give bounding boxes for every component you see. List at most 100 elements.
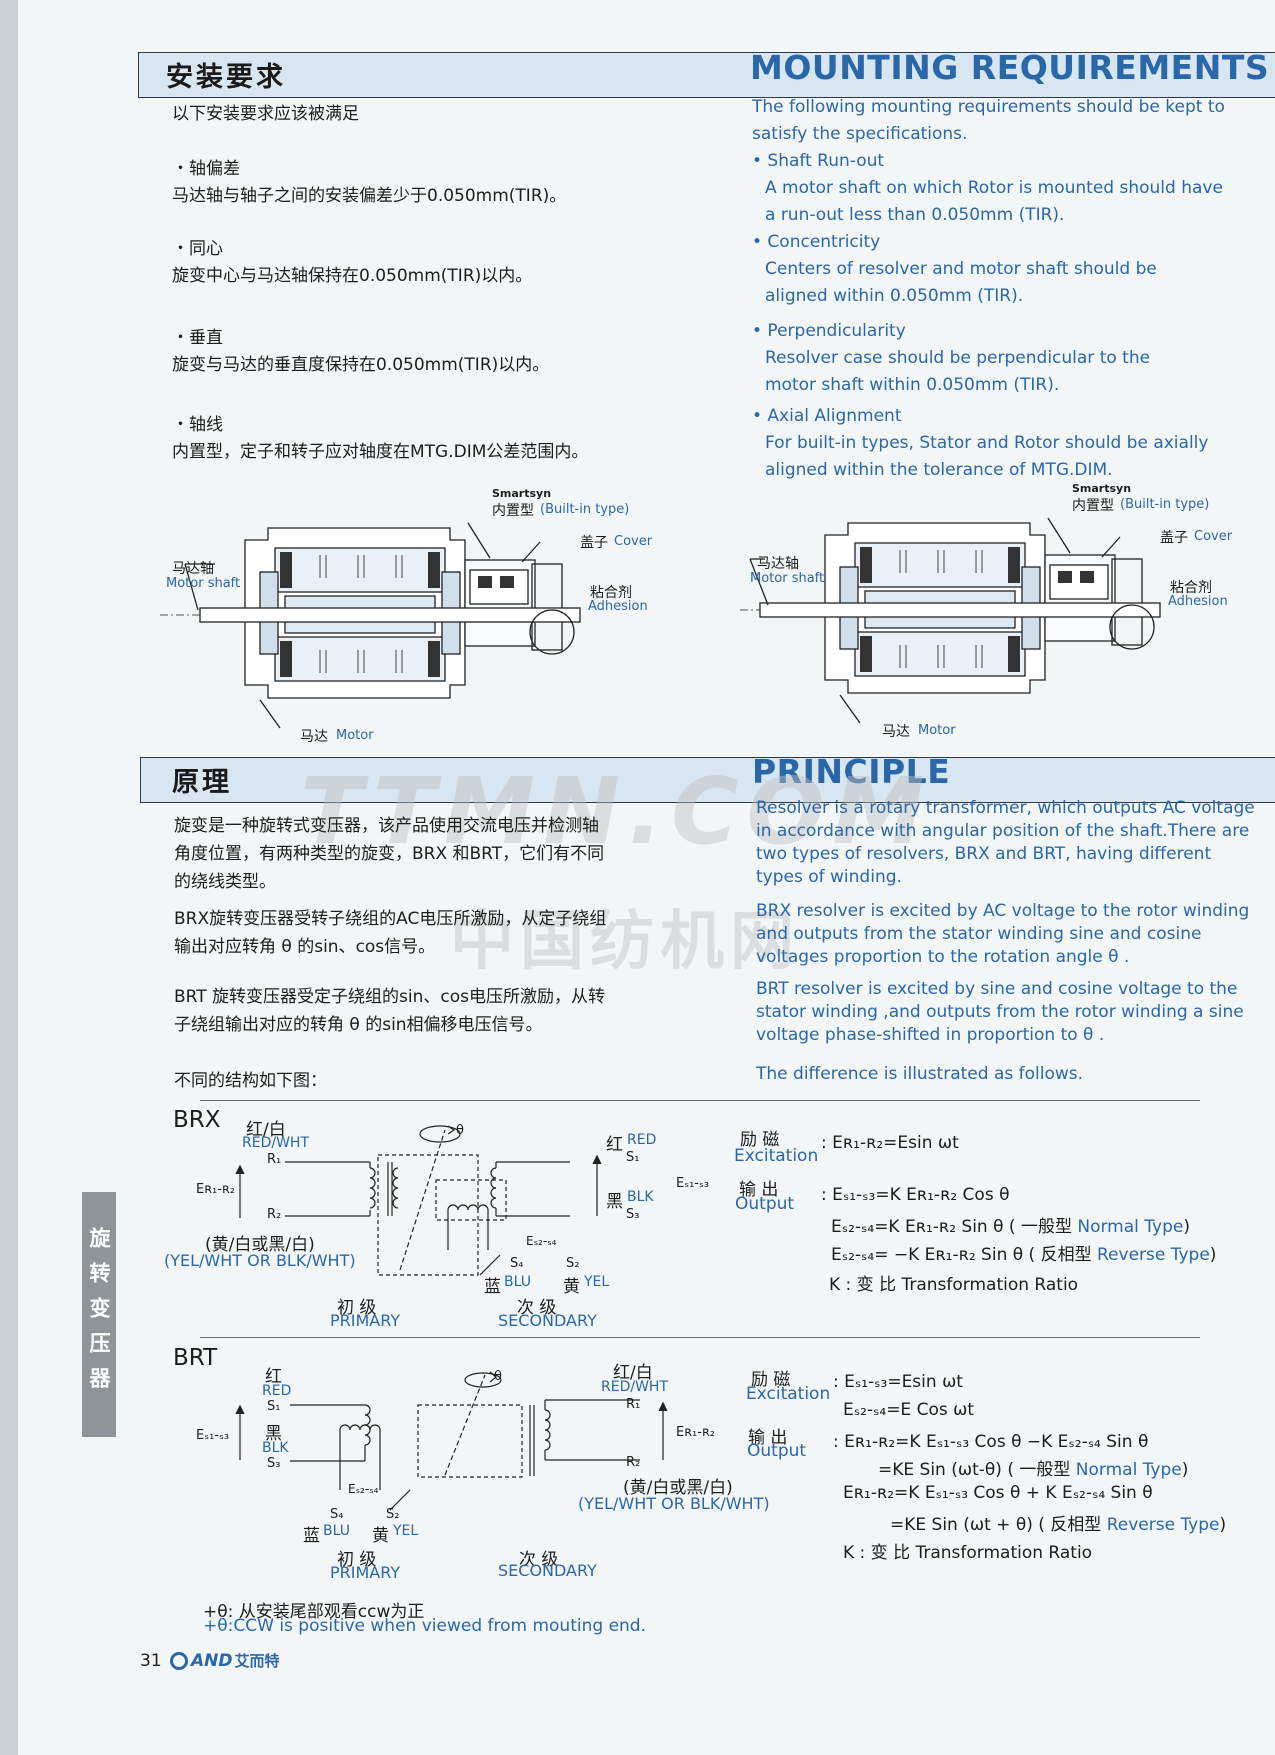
motor-diagram-left [160,522,581,729]
item-en-3-l2: motor shaft within 0.050mm (TIR). [765,375,1060,395]
brx-label: BRX [173,1107,221,1133]
item-cn-3-body: 旋变与马达的垂直度保持在0.050mm(TIR)以内。 [172,355,550,375]
left-builtin-en: (Built-in type) [540,502,630,517]
brt-s2: S₂ [386,1507,400,1522]
principle-cn-p1-l2: 角度位置，有两种类型的旋变，BRX 和BRT，它们有不同 [174,844,605,864]
item-cn-2-head: ・同心 [172,239,223,259]
page-number: 31 [140,1651,162,1671]
item-en-1-l1: A motor shaft on which Rotor is mounted … [765,178,1223,198]
principle-en-p1-l3: two types of resolvers, BRX and BRT, hav… [756,844,1212,864]
brx-red-wht-cn: 红/白 [246,1120,286,1140]
brt-yel-en: (YEL/WHT OR BLK/WHT) [578,1494,770,1513]
principle-header-bar [140,757,1275,803]
left-cover-cn: 盖子 [580,535,608,551]
right-smartsyn: Smartsyn [1072,482,1132,495]
brx-blu-cn: 蓝 [484,1277,501,1297]
brt-eq7: K : 变 比 Transformation Ratio [843,1543,1093,1563]
brt-eq5: Eʀ₁-ʀ₂=K Eₛ₁-ₛ₃ Cos θ + K Eₛ₂-ₛ₄ Sin θ [843,1483,1153,1503]
brt-es24: Eₛ₂-ₛ₄ [348,1482,379,1496]
brx-eq3: Eₛ₂-ₛ₄=K Eʀ₁-ʀ₂ Sin θ ( 一般型 Normal Type) [831,1217,1190,1237]
brx-eq4: Eₛ₂-ₛ₄= −K Eʀ₁-ʀ₂ Sin θ ( 反相型 Reverse Ty… [831,1245,1217,1265]
principle-title-en: PRINCIPLE [752,752,951,791]
principle-en-p2-l1: BRX resolver is excited by AC voltage to… [756,901,1250,921]
left-builtin-cn: 内置型 [492,503,534,519]
left-smartsyn: Smartsyn [492,487,552,500]
brt-yel-cn: (黄/白或黑/白) [623,1478,733,1498]
principle-en-p2-l3: voltages proportion to the rotation angl… [756,947,1130,967]
right-builtin-en: (Built-in type) [1120,497,1210,512]
watermark-url: TTMN.COM [300,758,933,865]
brt-top-rule [200,1337,1200,1338]
brx-eq2: : Eₛ₁-ₛ₃=K Eʀ₁-ʀ₂ Cos θ [821,1185,1010,1205]
brt-secondary-en: SECONDARY [498,1561,597,1580]
brt-s3: S₃ [267,1456,281,1471]
item-cn-2-body: 旋变中心与马达轴保持在0.050mm(TIR)以内。 [172,266,533,286]
right-shaft-cn: 马达轴 [757,556,799,572]
brx-yel-en: (YEL/WHT OR BLK/WHT) [164,1251,356,1270]
principle-cn-p2-l2: 输出对应转角 θ 的sin、cos信号。 [174,937,436,957]
brt-s1: S₁ [267,1399,281,1414]
principle-cn-p4: 不同的结构如下图： [174,1071,327,1091]
brx-out-cn: 输 出 [739,1180,779,1200]
brx-yl-cn: 黄 [563,1277,580,1297]
brt-blk-cn: 黑 [265,1424,282,1444]
principle-en-p3-l2: stator winding ,and outputs from the rot… [756,1002,1244,1022]
principle-en-p2-l2: and outputs from the stator winding sine… [756,924,1202,944]
brt-eq4: =KE Sin (ωt-θ) ( 一般型 Normal Type) [878,1460,1189,1480]
brx-r2: R₂ [267,1207,282,1222]
left-shaft-cn: 马达轴 [172,561,214,577]
item-cn-1-head: ・轴偏差 [172,159,240,179]
item-en-1-head: • Shaft Run-out [752,151,885,171]
brt-secondary-cn: 次 级 [519,1550,559,1570]
right-cover-en: Cover [1194,529,1233,544]
brt-er: Eʀ₁-ʀ₂ [676,1425,716,1440]
brx-s4: S₄ [510,1256,524,1271]
item-cn-4-head: ・轴线 [172,415,223,435]
brx-s2: S₂ [566,1256,580,1271]
brt-theta: θ [494,1369,502,1384]
item-cn-3-head: ・垂直 [172,328,223,348]
brt-es13: Eₛ₁-ₛ₃ [196,1428,230,1443]
brx-secondary-en: SECONDARY [498,1311,597,1330]
item-en-2-l2: aligned within 0.050mm (TIR). [765,286,1024,306]
item-en-3-l1: Resolver case should be perpendicular to… [765,348,1151,368]
brx-blu-en: BLU [504,1274,531,1290]
right-builtin-cn: 内置型 [1072,498,1114,514]
principle-title-cn: 原理 [172,767,232,798]
mounting-title-en: MOUNTING REQUIREMENTS [750,48,1270,87]
left-motor-en: Motor [336,728,374,743]
brx-red-wht-en: RED/WHT [242,1135,309,1151]
brt-blk-en: BLK [262,1440,289,1456]
brt-schematic [235,1371,668,1511]
brt-out-en: Output [747,1441,807,1461]
brt-red-cn: 红 [265,1367,282,1387]
brx-top-rule [200,1100,1200,1101]
brt-label: BRT [173,1345,218,1371]
right-motor-cn: 马达 [882,724,910,740]
brx-es24: Eₛ₂-ₛ₄ [526,1234,557,1248]
mounting-title-cn: 安装要求 [166,62,286,93]
brt-yl-cn: 黄 [372,1526,389,1546]
left-adhesion-en: Adhesion [588,599,648,614]
brand-logo-icon [170,1651,188,1670]
principle-cn-p3-l2: 子绕组输出对应的转角 θ 的sin相偏移电压信号。 [174,1015,543,1035]
brt-r1: R₁ [626,1397,641,1412]
principle-cn-p3-l1: BRT 旋转变压器受定子绕组的sin、cos电压所激励，从转 [174,987,605,1007]
right-adhesion-en: Adhesion [1168,594,1228,609]
brx-es13: Eₛ₁-ₛ₃ [676,1176,710,1191]
note-en: +θ:CCW is positive when viewed from mout… [203,1616,646,1636]
principle-cn-p1-l1: 旋变是一种旋转式变压器，该产品使用交流电压并检测轴 [174,816,599,836]
item-en-1-l2: a run-out less than 0.050mm (TIR). [765,205,1065,225]
brx-out-en: Output [735,1194,795,1214]
principle-cn-p2-l1: BRX旋转变压器受转子绕组的AC电压所激励，从定子绕组 [174,909,607,929]
principle-en-p3-l1: BRT resolver is excited by sine and cosi… [756,979,1238,999]
brand-name: AND [191,1650,233,1671]
side-tab: 旋转变压器 [82,1192,116,1437]
item-cn-4-body: 内置型，定子和转子应对轴度在MTG.DIM公差范围内。 [172,442,589,462]
brx-eq5: K : 变 比 Transformation Ratio [829,1275,1079,1295]
brt-out-cn: 输 出 [748,1428,788,1448]
principle-en-p3-l3: voltage phase-shifted in proportion to θ… [756,1025,1105,1045]
brx-blk-cn: 黑 [606,1192,623,1212]
right-cover-cn: 盖子 [1160,530,1188,546]
brt-eq3: : Eʀ₁-ʀ₂=K Eₛ₁-ₛ₃ Cos θ −K Eₛ₂-ₛ₄ Sin θ [833,1432,1149,1452]
